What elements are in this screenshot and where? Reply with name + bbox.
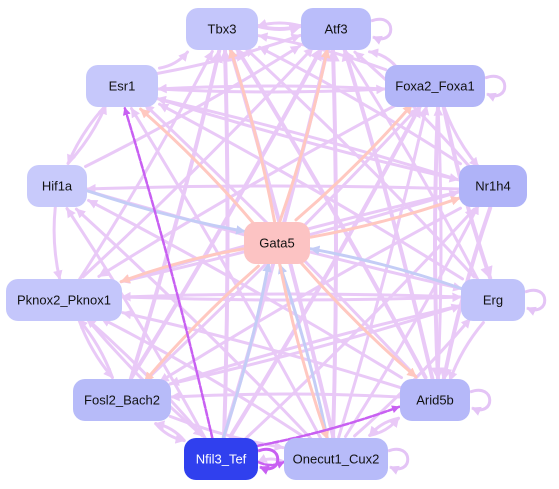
node-box-erg [461,279,525,321]
self-loop-erg [524,288,547,316]
edge-onecut1_cux2-to-pknox2_pknox1 [99,316,304,437]
edge-hif1a-to-pknox2_pknox1 [52,205,63,281]
node-label-foxa2_foxa1: Foxa2_Foxa1 [395,79,475,94]
edge-onecut1_cux2-to-gata5 [278,263,329,441]
edge-arid5b-to-tbx3 [234,46,428,380]
node-box-pknox2_pknox1 [6,279,122,321]
node-box-atf3 [301,8,371,50]
edge-nfil3_tef-to-foxa2_foxa1 [228,103,423,439]
edge-onecut1_cux2-to-atf3 [326,48,340,440]
node-erg: Erg [461,279,525,321]
edge-erg-to-pknox2_pknox1 [120,291,463,302]
node-label-arid5b: Arid5b [416,393,454,408]
edge-erg-to-gata5 [309,245,464,291]
node-esr1: Esr1 [86,65,158,107]
node-label-atf3: Atf3 [324,22,347,37]
node-label-hif1a: Hif1a [42,179,73,194]
self-loop-onecut1_cux2 [387,447,410,475]
edge-nfil3_tef-to-fosl2_bach2 [154,420,186,443]
edge-arid5b-to-pknox2_pknox1 [121,309,403,390]
edge-nfil3_tef-to-tbx3 [218,48,232,440]
edge-onecut1_cux2-to-nfil3_tef [256,454,286,464]
edge-esr1-to-hif1a [66,103,108,165]
edge-onecut1_cux2-to-esr1 [129,107,323,441]
edge-hif1a-to-gata5 [86,189,247,235]
edge-arid5b-to-hif1a [87,198,403,380]
node-hif1a: Hif1a [27,165,87,207]
node-box-tbx3 [186,8,258,50]
node-foxa2_foxa1: Foxa2_Foxa1 [385,65,485,107]
self-loop-nfil3_tef [257,447,280,475]
edge-gata5-to-atf3 [278,47,331,223]
edge-gata5-to-onecut1_cux2 [278,263,330,441]
node-fosl2_bach2: Fosl2_Bach2 [73,379,171,421]
node-label-nfil3_tef: Nfil3_Tef [196,452,247,467]
self-loop-arid5b [469,388,492,416]
edge-onecut1_cux2-to-foxa2_foxa1 [337,104,430,439]
edge-onecut1_cux2-to-arid5b [368,416,400,437]
node-box-nfil3_tef [184,438,258,480]
edge-erg-to-atf3 [344,50,480,282]
edge-gata5-to-fosl2_bach2 [143,264,260,383]
edge-gata5-to-foxa2_foxa1 [294,103,414,222]
edge-gata5-to-esr1 [139,107,256,226]
node-tbx3: Tbx3 [186,8,258,50]
node-label-gata5: Gata5 [259,236,294,251]
node-box-hif1a [27,165,87,207]
node-box-fosl2_bach2 [73,379,171,421]
node-onecut1_cux2: Onecut1_Cux2 [284,438,388,480]
edge-nr1h4-to-hif1a [85,183,461,194]
edge-nfil3_tef-to-esr1 [122,106,214,441]
edge-gata5-to-nr1h4 [309,196,462,239]
self-loop-layer [257,17,547,475]
node-pknox2_pknox1: Pknox2_Pknox1 [6,279,122,321]
edge-nr1h4-to-esr1 [155,95,460,182]
edge-gata5-to-pknox2_pknox1 [119,247,245,284]
node-label-fosl2_bach2: Fosl2_Bach2 [84,393,160,408]
edge-foxa2_foxa1-to-arid5b [431,105,444,381]
edge-esr1-to-tbx3 [158,50,189,70]
edge-atf3-to-tbx3 [256,19,303,29]
edge-layer [52,19,493,469]
edge-fosl2_bach2-to-pknox2_pknox1 [77,318,114,379]
self-loop-atf3 [370,17,393,45]
node-label-esr1: Esr1 [109,79,136,94]
edge-arid5b-to-atf3 [341,47,435,381]
edge-nfil3_tef-to-hif1a [65,207,208,441]
edge-nfil3_tef-to-gata5 [222,261,272,439]
edge-arid5b-to-fosl2_bach2 [169,391,402,402]
edge-fosl2_bach2-to-erg [168,303,462,386]
edge-gata5-to-arid5b [298,260,418,379]
node-box-esr1 [86,65,158,107]
edge-erg-to-fosl2_bach2 [168,304,462,386]
node-label-onecut1_cux2: Onecut1_Cux2 [293,452,380,467]
edge-nfil3_tef-to-onecut1_cux2 [256,460,286,469]
edge-nfil3_tef-to-arid5b [255,405,401,448]
node-label-tbx3: Tbx3 [208,22,237,37]
node-box-nr1h4 [459,165,527,207]
node-label-pknox2_pknox1: Pknox2_Pknox1 [17,293,111,308]
node-nr1h4: Nr1h4 [459,165,527,207]
node-box-arid5b [400,379,470,421]
edge-erg-to-arid5b [448,321,485,382]
edge-nr1h4-to-fosl2_bach2 [158,206,462,384]
self-loop-foxa2_foxa1 [484,74,507,102]
edge-onecut1_cux2-to-nr1h4 [344,204,480,438]
node-label-nr1h4: Nr1h4 [475,179,510,194]
edge-tbx3-to-atf3 [256,22,303,36]
node-arid5b: Arid5b [400,379,470,421]
edge-gata5-to-tbx3 [228,47,276,223]
edge-hif1a-to-atf3 [84,44,301,168]
node-box-gata5 [244,222,310,264]
node-atf3: Atf3 [301,8,371,50]
node-box-onecut1_cux2 [284,438,388,480]
node-gata5: Gata5 [244,222,310,264]
edge-hif1a-to-esr1 [66,103,108,165]
node-box-foxa2_foxa1 [385,65,485,107]
node-label-erg: Erg [483,293,503,308]
node-nfil3_tef: Nfil3_Tef [184,438,258,480]
